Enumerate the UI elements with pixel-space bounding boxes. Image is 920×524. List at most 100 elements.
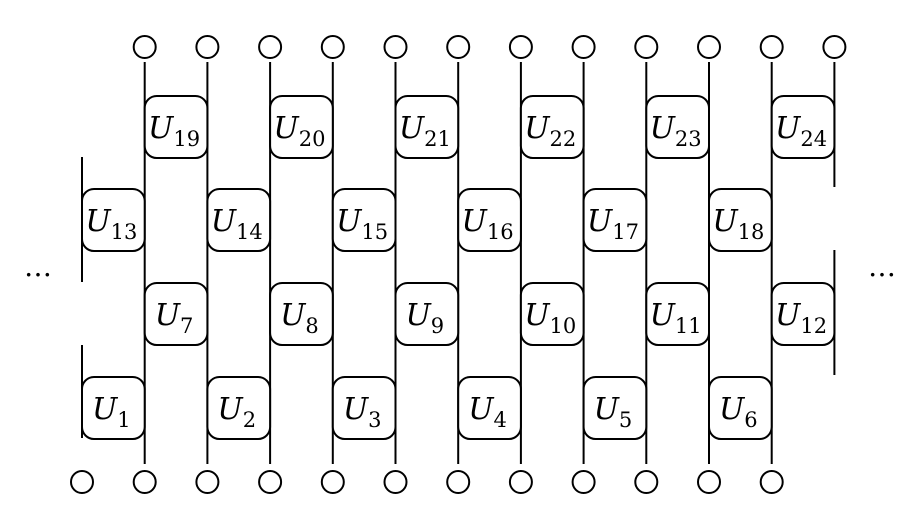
gate-u11: U11	[645, 282, 710, 346]
gate-box	[269, 95, 334, 159]
gate-u21: U21	[394, 95, 460, 159]
gate-subscript: 19	[173, 127, 200, 151]
gate-label: U16	[462, 204, 514, 244]
output-node	[759, 35, 784, 59]
gate-box	[331, 376, 397, 440]
output-node	[446, 35, 471, 59]
gate-box	[81, 188, 146, 252]
left-ellipsis: …	[24, 250, 52, 283]
gate-u17: U17	[582, 188, 648, 252]
input-node	[446, 470, 471, 494]
gate-label: U17	[587, 204, 639, 244]
gate-subscript: 12	[800, 314, 827, 338]
gate-label: U9	[406, 298, 445, 338]
gate-subscript: 9	[431, 314, 444, 338]
right-ellipsis: …	[868, 250, 896, 283]
gate-box	[394, 282, 460, 346]
output-node	[320, 35, 345, 59]
gate-symbol: U	[712, 204, 739, 239]
gate-symbol: U	[273, 111, 300, 146]
gate-u19: U19	[143, 95, 209, 159]
gate-u20: U20	[269, 95, 334, 159]
input-node	[508, 470, 533, 494]
input-node	[70, 470, 94, 494]
gate-symbol: U	[92, 392, 119, 427]
gate-label: U12	[775, 298, 827, 338]
gate-symbol: U	[148, 111, 175, 146]
gate-u22: U22	[519, 95, 585, 159]
gate-label: U10	[524, 298, 576, 338]
gate-box	[206, 188, 272, 252]
input-node	[697, 470, 721, 494]
gate-symbol: U	[343, 392, 370, 427]
input-node	[258, 470, 283, 494]
output-node	[697, 35, 721, 59]
gate-subscript: 4	[494, 408, 507, 432]
gate-subscript: 21	[424, 127, 451, 151]
gate-box	[81, 376, 146, 440]
gate-symbol: U	[594, 392, 621, 427]
gate-subscript: 18	[738, 220, 765, 244]
gate-subscript: 22	[550, 127, 577, 151]
gate-label: U8	[280, 298, 319, 338]
gate-symbol: U	[406, 298, 433, 333]
gate-box	[582, 376, 648, 440]
gate-u7: U7	[143, 282, 209, 346]
gate-label: U4	[468, 392, 507, 432]
gate-box	[394, 95, 460, 159]
input-node	[132, 470, 157, 494]
gate-symbol: U	[399, 111, 426, 146]
output-node	[383, 35, 408, 59]
gate-box	[143, 282, 209, 346]
gate-symbol: U	[468, 392, 495, 427]
gate-subscript: 13	[111, 220, 138, 244]
gate-subscript: 24	[800, 127, 827, 151]
gate-label: U3	[343, 392, 382, 432]
output-node	[508, 35, 533, 59]
gate-u5: U5	[582, 376, 648, 440]
gate-box	[457, 188, 522, 252]
gate-subscript: 7	[180, 314, 193, 338]
gate-symbol: U	[462, 204, 489, 239]
gate-symbol: U	[650, 111, 677, 146]
output-node	[822, 35, 847, 59]
input-node	[759, 470, 784, 494]
gate-symbol: U	[217, 392, 244, 427]
gate-subscript: 8	[305, 314, 318, 338]
gate-box	[645, 95, 710, 159]
gate-label: U14	[211, 204, 263, 244]
output-node	[571, 35, 596, 59]
gate-u10: U10	[519, 282, 585, 346]
gate-box	[645, 282, 710, 346]
gate-label: U1	[92, 392, 131, 432]
output-node	[258, 35, 283, 59]
gate-label: U6	[719, 392, 758, 432]
gate-label: U13	[85, 204, 137, 244]
gate-u3: U3	[331, 376, 397, 440]
gate-u16: U16	[457, 188, 522, 252]
gate-u23: U23	[645, 95, 710, 159]
gate-box	[582, 188, 648, 252]
gate-label: U18	[712, 204, 764, 244]
gate-u18: U18	[708, 188, 773, 252]
gate-subscript: 3	[368, 408, 381, 432]
output-node	[195, 35, 220, 59]
gate-u1: U1	[81, 376, 146, 440]
gate-u24: U24	[770, 95, 836, 159]
gate-u4: U4	[457, 376, 522, 440]
gate-symbol: U	[775, 298, 802, 333]
input-node	[320, 470, 345, 494]
gate-u12: U12	[770, 282, 836, 346]
gate-label: U5	[594, 392, 633, 432]
gate-symbol: U	[211, 204, 238, 239]
output-node	[132, 35, 157, 59]
input-node	[571, 470, 596, 494]
gate-subscript: 15	[361, 220, 388, 244]
gate-subscript: 2	[243, 408, 256, 432]
gate-label: U19	[148, 111, 200, 151]
gate-subscript: 10	[550, 314, 577, 338]
output-node	[634, 35, 659, 59]
gate-symbol: U	[85, 204, 112, 239]
